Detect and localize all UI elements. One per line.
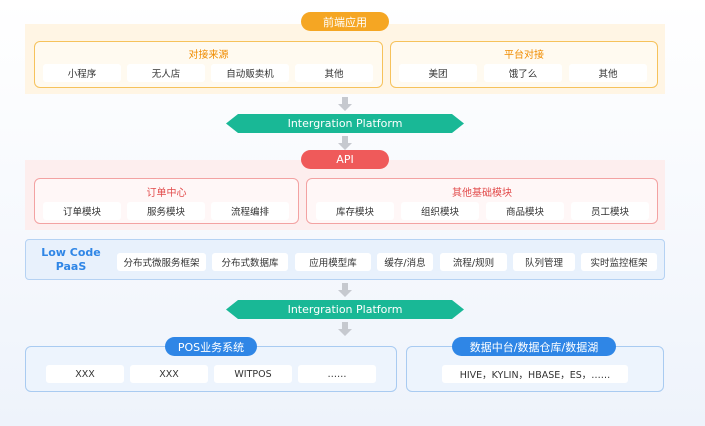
base-item: 员工模块 — [571, 202, 649, 220]
paas-item: 实时监控框架 — [581, 253, 657, 271]
order-center-title: 订单中心 — [146, 188, 187, 199]
integration-platform-banner-top: Intergration Platform — [226, 114, 464, 133]
integration-platform-label: Intergration Platform — [287, 303, 403, 316]
platform-group-title: 平台对接 — [504, 50, 544, 61]
paas-item: 应用模型库 — [295, 253, 371, 271]
paas-item: 分布式数据库 — [212, 253, 288, 271]
low-code-label: Low Code — [41, 246, 101, 259]
down-arrow-icon — [338, 97, 352, 111]
base-item: 库存模块 — [316, 202, 394, 220]
data-title: 数据中台/数据仓库/数据湖 — [469, 340, 599, 354]
paas-item: 队列管理 — [513, 253, 575, 271]
frontend-title-pill: 前端应用 — [301, 12, 389, 31]
paas-item: 流程/规则 — [440, 253, 507, 271]
paas-item: 分布式微服务框架 — [117, 253, 206, 271]
channel-group-title: 对接来源 — [188, 50, 229, 61]
frontend-title: 前端应用 — [323, 15, 367, 29]
data-item: HIVE，KYLIN，HBASE，ES，…… — [442, 365, 628, 383]
pos-title-pill: POS业务系统 — [165, 337, 257, 356]
down-arrow-icon — [338, 136, 352, 150]
channel-item: 其他 — [295, 64, 373, 82]
order-item: 订单模块 — [43, 202, 121, 220]
base-module-title: 其他基础模块 — [452, 188, 512, 199]
pos-item: …… — [298, 365, 376, 383]
paas-label: PaaS — [55, 260, 87, 273]
base-item: 组织模块 — [401, 202, 479, 220]
base-item: 商品模块 — [486, 202, 564, 220]
pos-item: XXX — [46, 365, 124, 383]
pos-title: POS业务系统 — [177, 340, 245, 354]
integration-platform-banner-bottom: Intergration Platform — [226, 300, 464, 319]
channel-item: 小程序 — [43, 64, 121, 82]
platform-item: 其他 — [569, 64, 647, 82]
api-title-pill: API — [301, 150, 389, 169]
order-item: 流程编排 — [211, 202, 289, 220]
channel-item: 自动贩卖机 — [211, 64, 289, 82]
pos-item: XXX — [130, 365, 208, 383]
platform-item: 饿了么 — [484, 64, 562, 82]
pos-item: WITPOS — [214, 365, 292, 383]
down-arrow-icon — [338, 283, 352, 297]
platform-item: 美团 — [399, 64, 477, 82]
integration-platform-label: Intergration Platform — [287, 117, 403, 130]
api-title: API — [336, 153, 354, 166]
low-code-paas-label: Low Code PaaS — [38, 246, 104, 274]
data-title-pill: 数据中台/数据仓库/数据湖 — [452, 337, 616, 356]
channel-item: 无人店 — [127, 64, 205, 82]
order-item: 服务模块 — [127, 202, 205, 220]
paas-item: 缓存/消息 — [377, 253, 433, 271]
down-arrow-icon — [338, 322, 352, 336]
